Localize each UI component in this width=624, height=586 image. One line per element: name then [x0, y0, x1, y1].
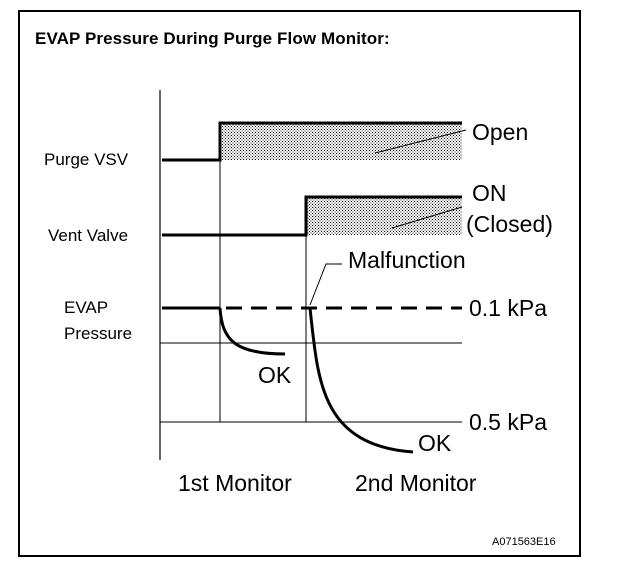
second-ok-label: OK — [418, 430, 452, 456]
first-monitor-label: 1st Monitor — [178, 470, 292, 496]
malfunction-leader — [309, 263, 342, 306]
figure-frame — [18, 10, 581, 557]
closed-leader — [391, 206, 463, 229]
purge-vsv-label: Purge VSV — [44, 150, 129, 169]
vent-valve-label: Vent Valve — [48, 226, 129, 245]
second-monitor-label: 2nd Monitor — [355, 470, 477, 496]
figure-code: A071563E16 — [492, 536, 556, 548]
malfunction-label: Malfunction — [348, 247, 466, 273]
second-monitor-ok-curve — [308, 307, 414, 454]
first-monitor-ok-curve — [218, 307, 286, 356]
on-state-label: ON — [472, 180, 507, 206]
purge-vsv-signal — [162, 121, 462, 162]
open-leader — [374, 129, 467, 154]
pressure-05-label: 0.5 kPa — [469, 409, 547, 435]
pressure-01-label: 0.1 kPa — [469, 295, 547, 321]
figure-title: EVAP Pressure During Purge Flow Monitor: — [35, 29, 390, 48]
closed-state-label: (Closed) — [466, 211, 553, 237]
first-ok-label: OK — [258, 362, 292, 388]
open-state-label: Open — [472, 119, 529, 145]
vent-valve-closed-region — [306, 197, 462, 235]
evap-label: EVAP — [64, 298, 109, 317]
pressure-label: Pressure — [64, 324, 133, 343]
vent-valve-signal — [162, 195, 462, 237]
purge-vsv-open-region — [220, 123, 462, 160]
